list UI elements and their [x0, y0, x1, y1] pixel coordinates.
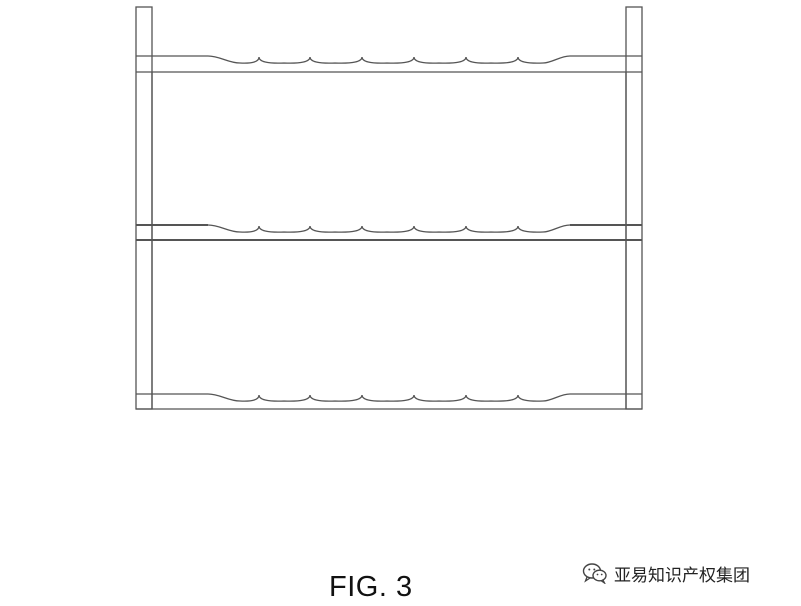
watermark: 亚易知识产权集团 [582, 560, 750, 586]
shelf-frame [135, 6, 643, 410]
wechat-icon [582, 563, 607, 584]
shelf-board-top [136, 55, 642, 73]
shelf-board-middle [136, 224, 642, 241]
watermark-text: 亚易知识产权集团 [614, 565, 750, 586]
left-post [135, 6, 153, 410]
shelf-board-bottom [136, 393, 642, 410]
shelf-board-bottom-wavy-edge [207, 393, 571, 402]
shelf-board-middle-wavy-edge [207, 224, 571, 233]
figure-caption: FIG. 3 [329, 571, 413, 603]
right-post [625, 6, 643, 410]
shelf-board-top-wavy-edge [207, 55, 571, 64]
